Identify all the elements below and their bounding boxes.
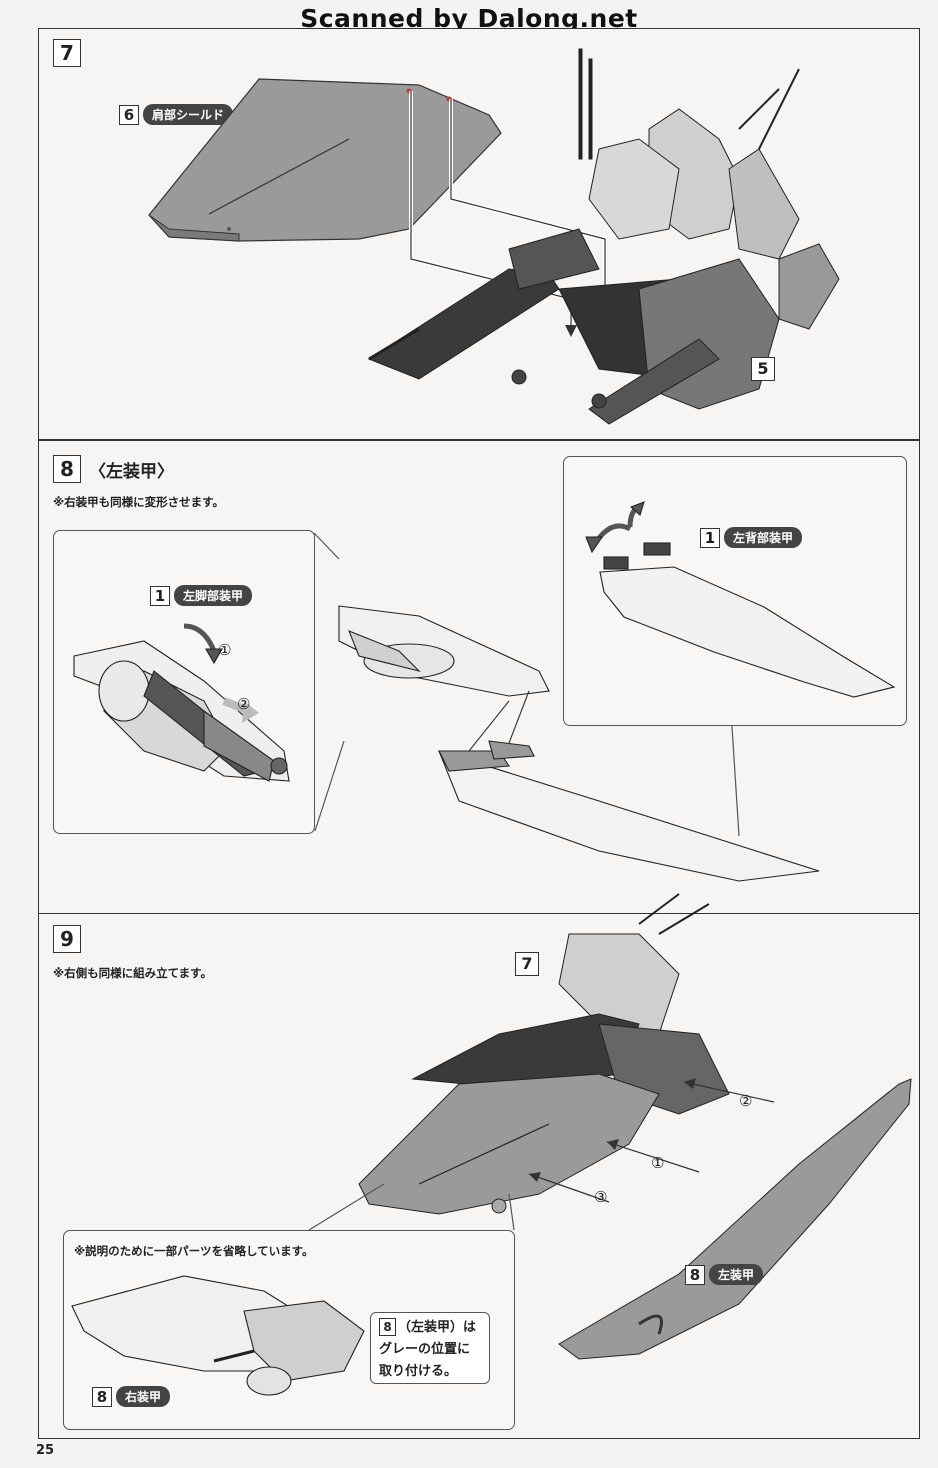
step-7-number: 7	[53, 39, 81, 67]
callout-line-3: 取り付ける。	[379, 1364, 458, 1379]
part-number: 6	[119, 104, 139, 125]
step-8-number: 8	[53, 455, 81, 483]
step-8-panel: 8 〈左装甲〉 ※右装甲も同様に変形させます。 1 左脚部装甲 ① ②	[38, 440, 920, 914]
final-assembly-illustration: ② ① ③	[308, 893, 912, 1360]
callout-line-1: （左装甲）は	[398, 1320, 477, 1335]
step-9-number: 9	[53, 925, 81, 953]
part-name: 左背部装甲	[724, 527, 803, 548]
step-8-title: 〈左装甲〉	[89, 462, 174, 482]
callout-line-2: グレーの位置に	[379, 1342, 471, 1357]
step-7-panel: 7 6 肩部シールド	[38, 28, 920, 440]
step-9-panel: 9 ※右側も同様に組み立てます。 7 ② ① ③	[38, 893, 920, 1439]
back-armor-illustration	[585, 501, 896, 698]
marker-2: ②	[237, 695, 250, 713]
page-number: 25	[36, 1443, 55, 1458]
marker-1: ①	[651, 1154, 664, 1172]
part-name: 左脚部装甲	[174, 585, 253, 606]
omitted-parts-note: ※説明のために一部パーツを省略しています。	[74, 1244, 314, 1258]
part-number: 8	[685, 1264, 705, 1285]
left-leg-armor-label: 1 左脚部装甲	[150, 585, 253, 606]
leg-armor-detail-box: 1 左脚部装甲 ① ②	[53, 530, 315, 834]
back-armor-detail-box: 1 左背部装甲	[563, 456, 907, 726]
part-number: 1	[150, 585, 170, 606]
armor-sliding-illustration	[313, 532, 820, 882]
step-8-note: ※右装甲も同様に変形させます。	[53, 495, 225, 509]
step-9-note: ※右側も同様に組み立てます。	[53, 966, 212, 980]
left-back-armor-label: 1 左背部装甲	[700, 527, 803, 548]
marker-3: ③	[594, 1188, 607, 1206]
shoulder-shield-label: 6 肩部シールド	[119, 104, 234, 125]
part-name: 左装甲	[709, 1264, 764, 1285]
part-name: 右装甲	[116, 1386, 171, 1407]
right-armor-label: 8 右装甲	[92, 1386, 171, 1407]
leg-armor-illustration: ① ②	[73, 623, 290, 782]
part-number: 1	[700, 527, 720, 548]
left-armor-label: 8 左装甲	[685, 1264, 764, 1285]
part-number: 8	[92, 1386, 112, 1407]
shoulder-shield-illustration	[148, 48, 840, 425]
right-armor-illustration	[71, 1275, 365, 1396]
marker-2: ②	[739, 1092, 752, 1110]
marker-1: ①	[218, 641, 231, 659]
callout-part-number: 8	[379, 1318, 396, 1336]
part-name: 肩部シールド	[143, 104, 234, 125]
assembly-7-number: 7	[515, 952, 539, 976]
attachment-detail-box: ※説明のために一部パーツを省略しています。 8 右装甲	[63, 1230, 515, 1430]
assembly-5-number: 5	[751, 357, 775, 381]
gray-position-callout: 8（左装甲）は グレーの位置に 取り付ける。	[370, 1312, 490, 1384]
